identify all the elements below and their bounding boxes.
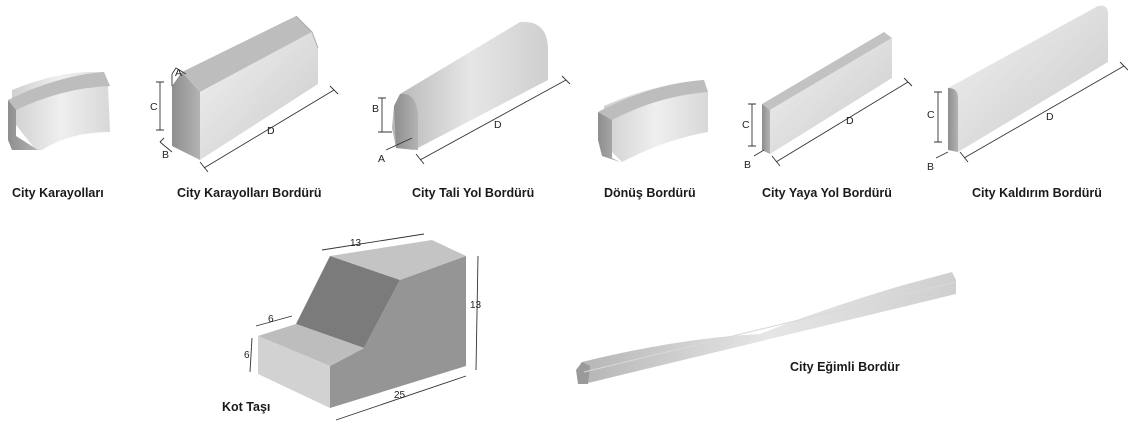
curved-block-top [8,72,110,110]
bevel-top [182,16,312,92]
dim-label: D [494,119,502,131]
curved-end [598,112,620,162]
dim-label: B [372,103,379,115]
dim-label: D [846,115,854,127]
kot-side-face [330,256,466,408]
city-karayollari-figure [8,71,110,150]
top-face [762,32,892,110]
dim-label: 6 [268,314,274,325]
dim-a-line [385,137,413,151]
end-face [172,72,200,160]
kot-front-face [258,336,330,408]
dim-label: C [150,101,158,113]
product-caption: City Yaya Yol Bordürü [762,186,892,200]
dim-d-line [415,75,571,165]
dim-label: A [378,153,385,165]
dim-step-width-line [255,315,293,327]
dim-d-line [959,61,1128,163]
dim-a-line [171,67,187,86]
product-caption: Kot Taşı [222,400,271,414]
sloped-curb-face [580,272,956,384]
dim-height-line [475,255,479,371]
kot-tasi-figure: 13 13 6 6 25 [244,233,482,421]
sloped-curb-end [576,362,590,384]
dim-d-line [771,77,913,167]
rounded-face [392,21,548,150]
product-caption: City Karayolları Bordürü [177,186,322,200]
dim-b-line [753,149,765,157]
city-karayollari-borduru-figure: A B C D [150,15,339,173]
dim-step-height-line [249,337,253,373]
long-face [948,5,1108,152]
dim-c-line [156,81,164,131]
city-tali-yol-borduru-figure: A B D [372,21,571,165]
sloped-curb-edge [583,281,957,373]
curved-block-end [8,100,38,150]
dim-label: 6 [244,350,250,361]
dim-label: 13 [470,300,482,311]
dim-label: B [162,149,169,161]
product-caption: City Tali Yol Bordürü [412,186,535,200]
city-kaldirim-borduru-figure: B C D [927,5,1128,173]
dim-length-line [335,375,467,421]
dim-c-line [748,103,756,147]
kot-slope-face [296,256,400,348]
city-egimli-bordur-figure [576,272,957,384]
city-yaya-yol-borduru-figure: B C D [742,32,913,171]
dim-b-line [378,97,392,133]
end-face [762,104,770,154]
dim-label: D [267,125,275,137]
dim-c-line [934,91,942,143]
dim-label: 25 [394,390,406,401]
long-face [770,38,892,154]
long-face [200,32,318,160]
end-face [394,93,418,150]
product-caption: Dönüş Bordürü [604,186,696,200]
dim-b-line [159,137,173,153]
donus-borduru-figure [598,80,708,162]
edge-line [295,15,319,49]
dim-label: D [1046,111,1054,123]
curved-top [598,80,708,120]
dim-label: C [927,109,935,121]
product-caption: City Eğimli Bordür [790,360,900,374]
product-caption: City Karayolları [12,186,104,200]
kot-top-face [330,240,466,280]
dim-label: 13 [350,238,362,249]
dim-top-line [321,233,425,251]
dim-label: B [927,161,934,173]
dim-label: C [742,119,750,131]
dim-label: A [175,67,182,79]
product-caption: City Kaldırım Bordürü [972,186,1102,200]
dim-b-line [935,151,949,159]
end-face [948,88,958,152]
dim-label: B [744,159,751,171]
kot-step-top [258,324,364,366]
dim-d-line [199,85,339,173]
